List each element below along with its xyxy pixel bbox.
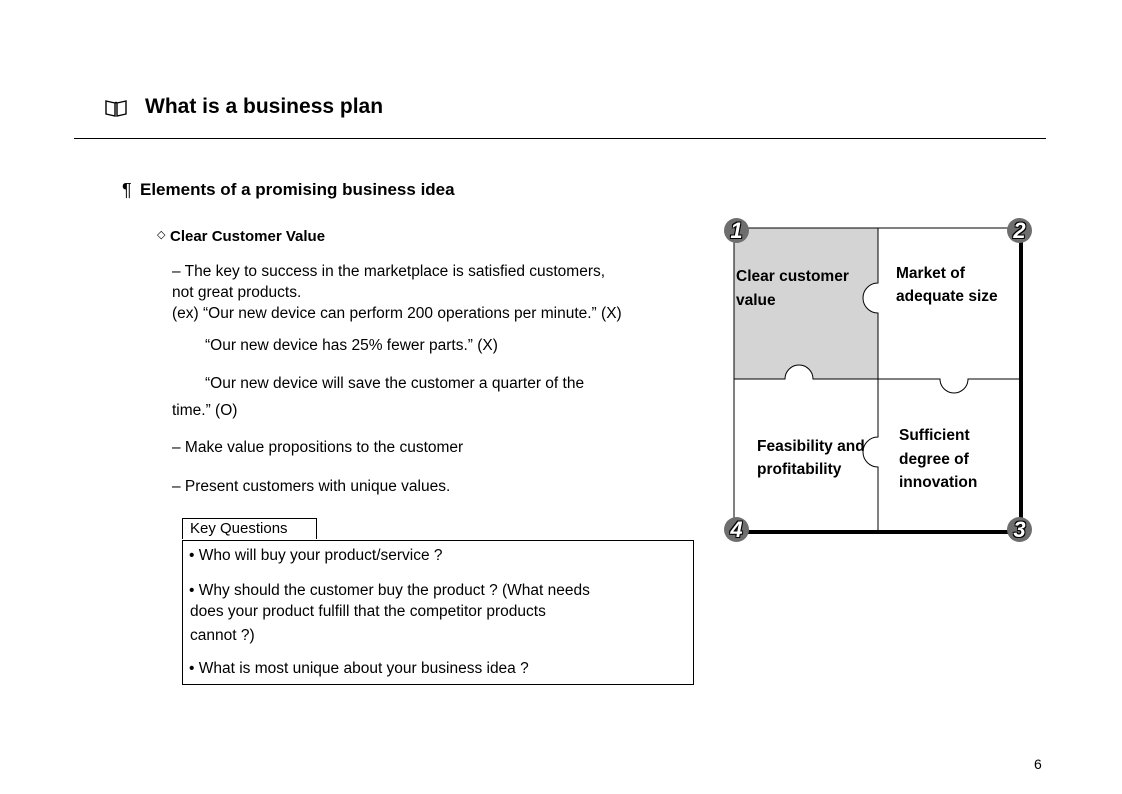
key-question: cannot ?) xyxy=(190,627,255,644)
book-icon xyxy=(104,98,128,118)
page-title: What is a business plan xyxy=(145,95,384,118)
title-divider xyxy=(74,138,1046,139)
body-line: (ex) “Our new device can perform 200 ope… xyxy=(172,305,622,322)
key-question: • Who will buy your product/service ? xyxy=(189,547,443,564)
section-marker: ¶ xyxy=(122,180,132,200)
body-line: time.” (O) xyxy=(172,402,238,419)
subsection-marker: ◇ xyxy=(157,229,166,241)
piece-label-market: Market of xyxy=(896,265,965,282)
number-badge-3: 3 xyxy=(1007,517,1032,542)
number-badge-2: 2 xyxy=(1007,218,1032,243)
key-questions-box xyxy=(182,540,694,685)
piece-label-clear-value: Clear customer xyxy=(736,268,849,285)
body-line: “Our new device has 25% fewer parts.” (X… xyxy=(205,337,498,354)
body-line: “Our new device will save the customer a… xyxy=(205,375,585,392)
piece-label-innovation: degree of xyxy=(899,451,969,468)
key-question: • Why should the customer buy the produc… xyxy=(189,582,590,599)
number-badge-4: 4 xyxy=(724,517,749,542)
page-number: 6 xyxy=(1034,756,1042,772)
body-line: not great products. xyxy=(172,284,302,301)
key-question: does your product fulfill that the compe… xyxy=(190,603,546,620)
section-title: Elements of a promising business idea xyxy=(140,180,455,199)
key-questions-label: Key Questions xyxy=(182,518,317,539)
piece-label-innovation: Sufficient xyxy=(899,427,970,444)
piece-label-feasibility: profitability xyxy=(757,461,842,478)
body-line: – Make value propositions to the custome… xyxy=(172,439,464,456)
body-line: – Present customers with unique values. xyxy=(172,478,451,495)
key-question: • What is most unique about your busines… xyxy=(189,660,529,677)
body-line: – The key to success in the marketplace … xyxy=(172,263,606,280)
piece-label-innovation: innovation xyxy=(899,474,978,491)
piece-label-feasibility: Feasibility and xyxy=(757,438,865,455)
subsection-title: Clear Customer Value xyxy=(170,228,326,245)
piece-label-market: adequate size xyxy=(896,288,998,305)
puzzle-diagram xyxy=(710,210,1050,550)
piece-label-clear-value: value xyxy=(736,292,776,309)
number-badge-1: 1 xyxy=(724,218,749,243)
